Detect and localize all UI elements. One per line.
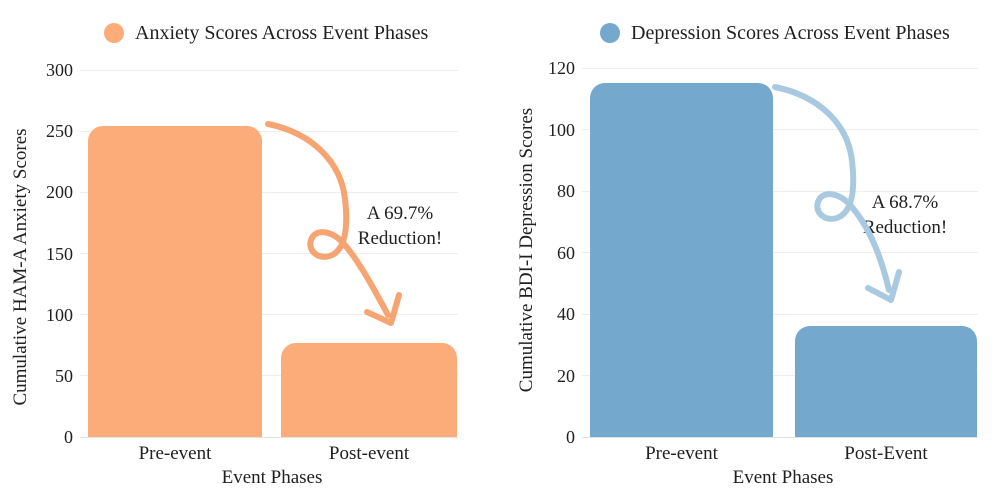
depression-y-tick-80: 80 bbox=[557, 181, 575, 201]
depression-y-tick-100: 100 bbox=[548, 119, 575, 140]
anxiety-chart-title: Anxiety Scores Across Event Phases bbox=[135, 21, 429, 44]
depression-x-tick-pre-event: Pre-event bbox=[645, 443, 718, 464]
anxiety-x-axis-title: Event Phases bbox=[221, 467, 323, 488]
depression-gridline-20 bbox=[582, 375, 978, 376]
anxiety-gridline-300 bbox=[80, 69, 458, 71]
depression-arrowhead-icon bbox=[865, 269, 902, 303]
anxiety-x-tick-post-event: Post-event bbox=[328, 443, 410, 464]
anxiety-gridline-50 bbox=[80, 375, 458, 377]
anxiety-annotation-line1: A 69.7% bbox=[366, 203, 434, 224]
depression-annotation-line1: A 68.7% bbox=[871, 192, 939, 213]
anxiety-x-tick-pre-event: Pre-event bbox=[138, 443, 212, 464]
anxiety-y-tick-200: 200 bbox=[46, 182, 73, 203]
depression-legend-swatch-icon bbox=[600, 23, 620, 43]
anxiety-gridline-0 bbox=[80, 436, 458, 438]
depression-bar-pre-event bbox=[590, 83, 773, 437]
anxiety-y-tick-100: 100 bbox=[46, 304, 73, 325]
anxiety-y-tick-300: 300 bbox=[46, 60, 73, 80]
anxiety-y-tick-150: 150 bbox=[46, 243, 73, 264]
depression-gridline-0 bbox=[582, 436, 978, 438]
depression-x-tick-post-event: Post-Event bbox=[844, 443, 928, 464]
anxiety-reduction-annotation: A 69.7% Reduction! bbox=[315, 201, 485, 251]
depression-y-tick-20: 20 bbox=[557, 365, 575, 386]
anxiety-legend-swatch-icon bbox=[104, 23, 124, 43]
depression-y-tick-60: 60 bbox=[557, 242, 575, 263]
depression-y-tick-120: 120 bbox=[548, 58, 575, 78]
depression-x-axis-title: Event Phases bbox=[732, 467, 834, 488]
anxiety-y-tick-0: 0 bbox=[64, 427, 73, 447]
depression-legend: Depression Scores Across Event Phases bbox=[600, 21, 950, 45]
anxiety-annotation-line2: Reduction! bbox=[357, 228, 443, 249]
depression-reduction-annotation: A 68.7% Reduction! bbox=[820, 190, 990, 240]
depression-annotation-line2: Reduction! bbox=[862, 217, 948, 238]
depression-reduction-arrow-icon bbox=[772, 84, 892, 293]
anxiety-y-tick-50: 50 bbox=[55, 365, 73, 386]
depression-bar-post-event bbox=[795, 326, 977, 437]
anxiety-y-tick-250: 250 bbox=[46, 121, 73, 142]
depression-gridline-40 bbox=[582, 313, 978, 315]
anxiety-arrowhead-icon bbox=[364, 292, 402, 326]
depression-y-tick-0: 0 bbox=[566, 427, 575, 447]
depression-gridline-120 bbox=[582, 67, 978, 69]
anxiety-legend: Anxiety Scores Across Event Phases bbox=[104, 21, 428, 45]
anxiety-bar-pre-event bbox=[88, 126, 262, 437]
depression-chart-title: Depression Scores Across Event Phases bbox=[631, 21, 950, 44]
depression-y-tick-40: 40 bbox=[557, 304, 575, 324]
anxiety-bar-post-event bbox=[281, 342, 457, 437]
